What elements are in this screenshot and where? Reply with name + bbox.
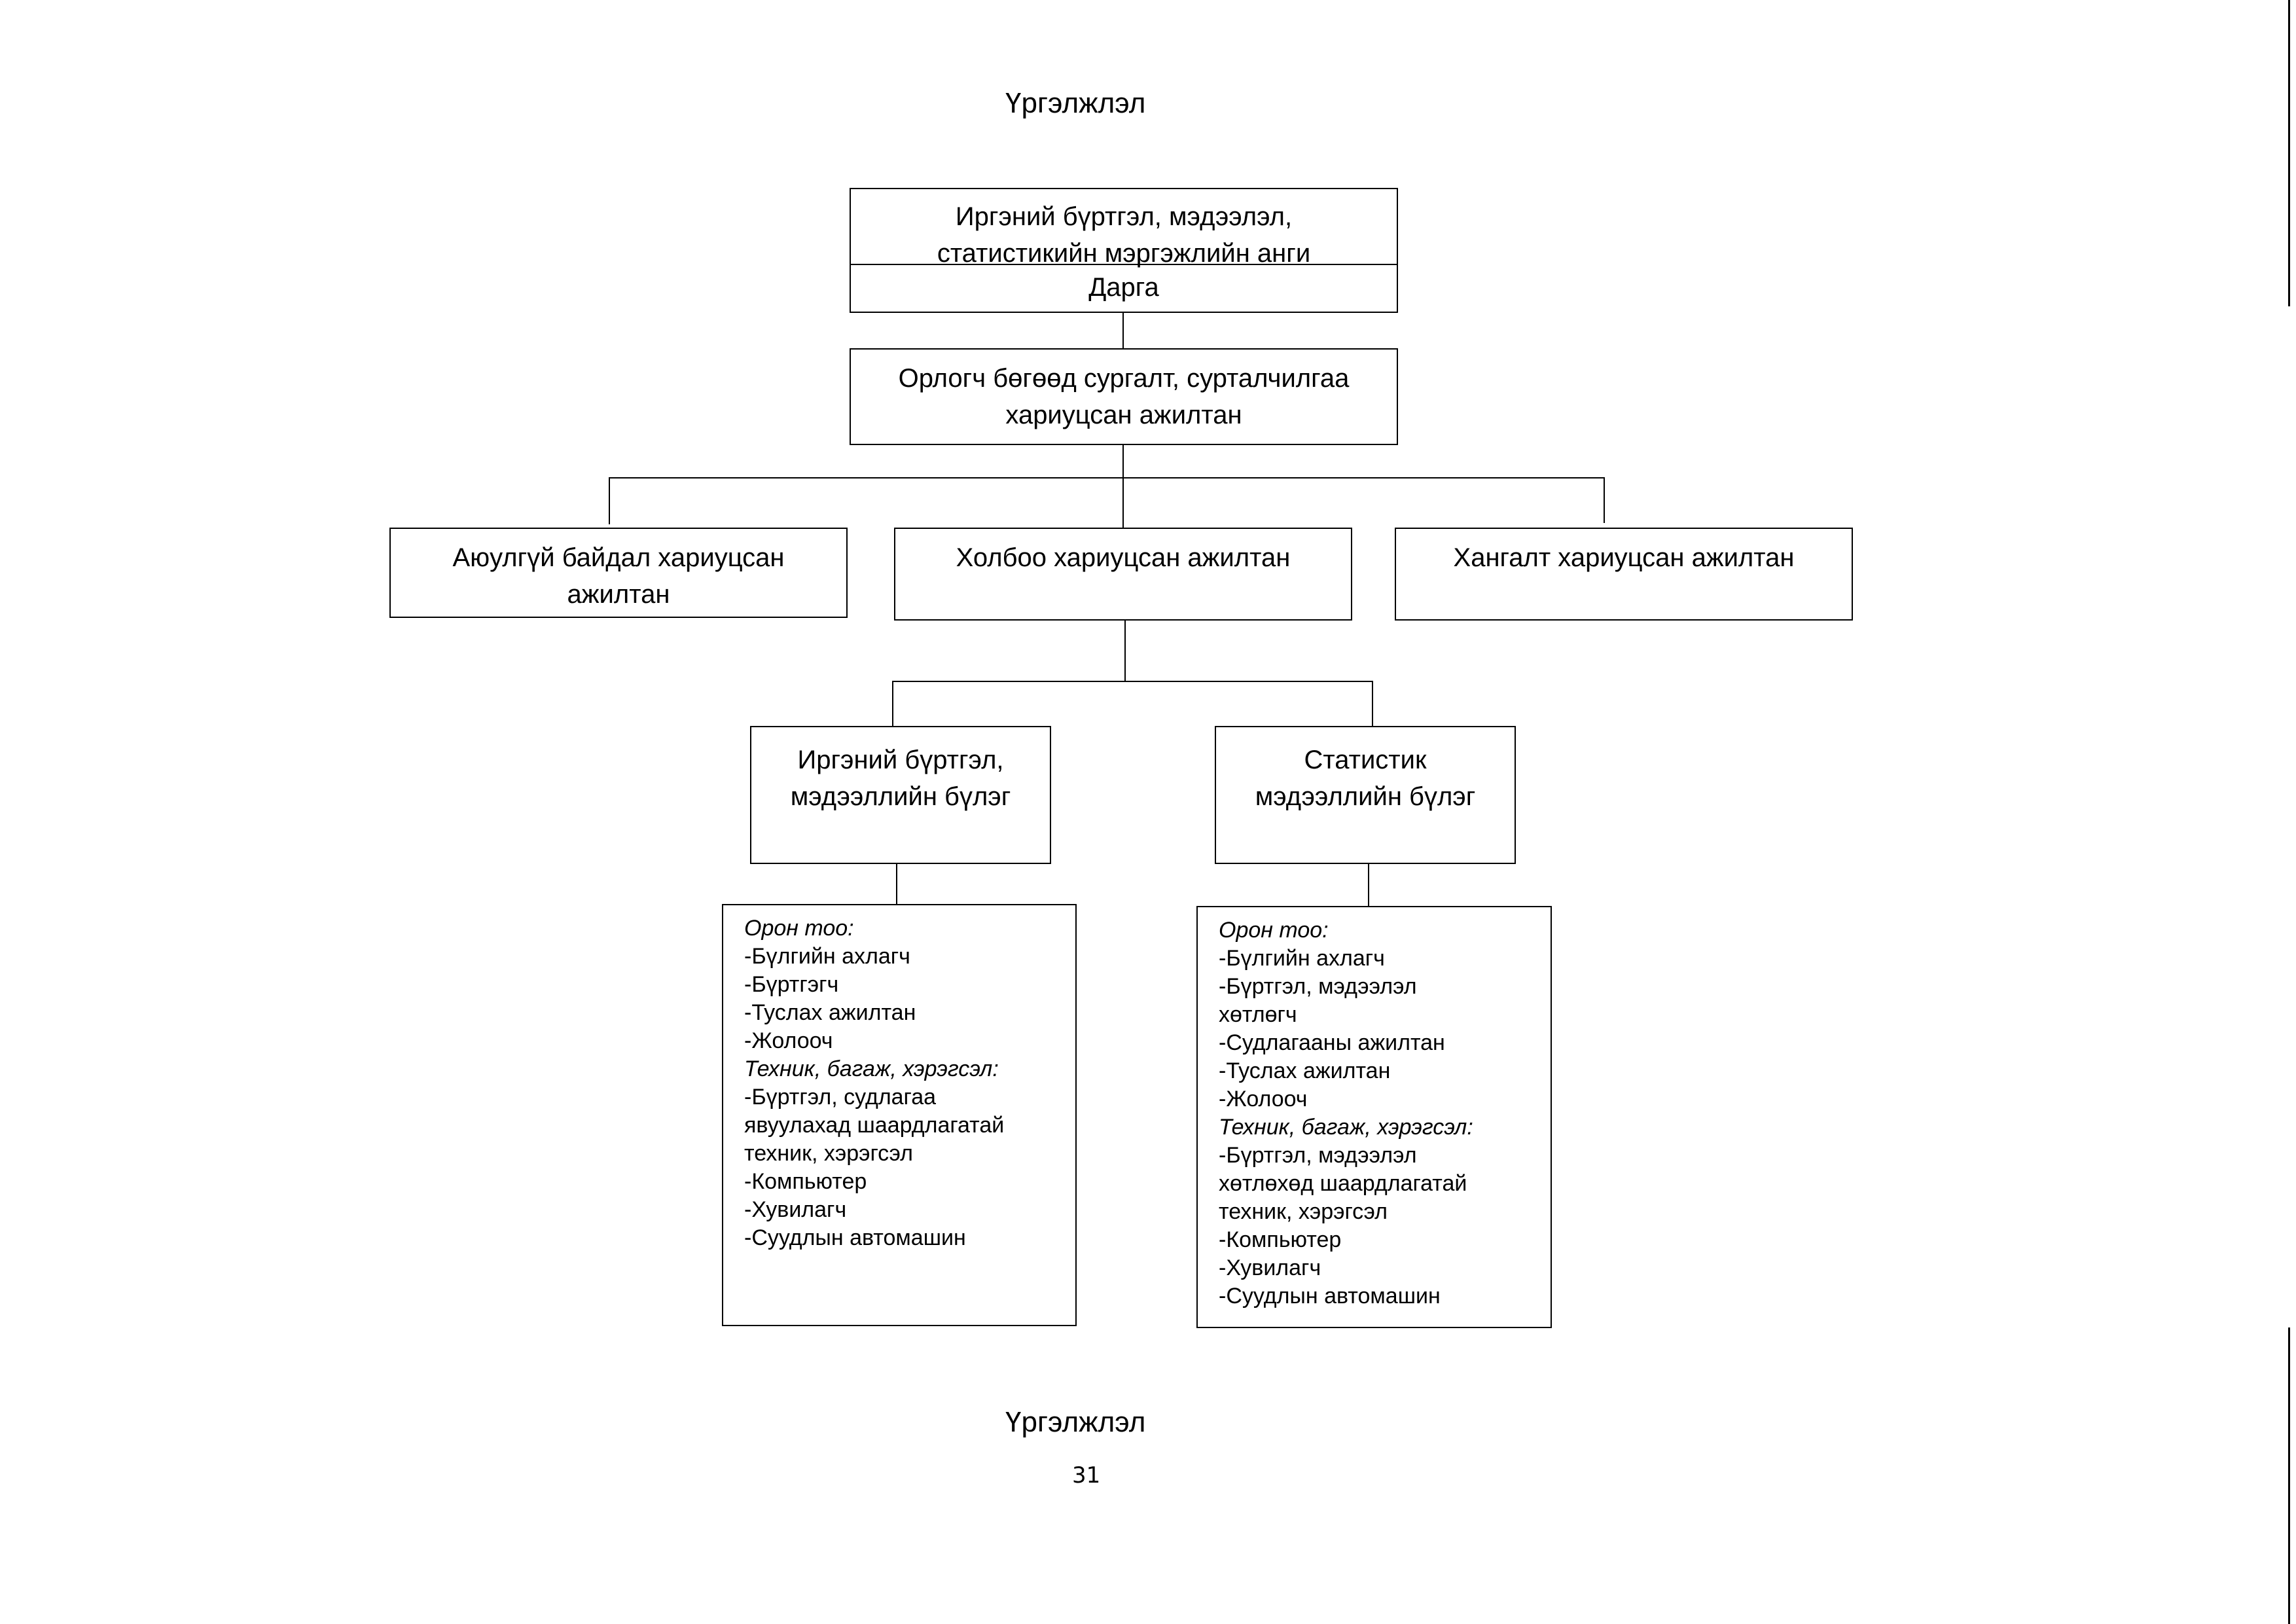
registration-unit-line-1: Иргэний бүртгэл,: [797, 746, 1004, 774]
top-unit-head: Дарга: [1088, 273, 1159, 302]
top-unit-line-2: статистикийн мэргэжлийн анги: [937, 239, 1311, 268]
right-edge-mark-bottom: [2288, 1327, 2290, 1624]
statistics-details-line: -Туслах ажилтан: [1219, 1058, 1391, 1083]
org-box-registration-unit: Иргэний бүртгэл, мэдээллийн бүлэг: [750, 726, 1051, 864]
connector-to-registration-unit: [892, 681, 893, 727]
header-title: Үргэлжлэл: [1005, 87, 1146, 119]
connector-communication-down: [1124, 619, 1126, 682]
connector-to-supply: [1604, 477, 1605, 523]
registration-details-line: -Бүлгийн ахлагч: [744, 944, 910, 969]
connector-to-security: [609, 477, 610, 524]
connector-registration-details: [896, 863, 897, 905]
connector-units-bus: [892, 681, 1373, 682]
statistics-details-line: -Судлагааны ажилтан: [1219, 1030, 1445, 1055]
registration-details-line: -Суудлын автомашин: [744, 1225, 966, 1250]
statistics-unit-line-2: мэдээллийн бүлэг: [1255, 782, 1476, 811]
registration-details-line: техник, хэрэгсэл: [744, 1141, 913, 1166]
statistics-unit-line-1: Статистик: [1304, 746, 1427, 774]
right-edge-mark-top: [2288, 0, 2290, 306]
statistics-details-line: Техник, багаж, хэрэгсэл:: [1219, 1115, 1473, 1140]
statistics-details-line: Орон тоо:: [1219, 918, 1329, 943]
communication-line-1: Холбоо хариуцсан ажилтан: [956, 543, 1291, 572]
statistics-details-box: Орон тоо: -Бүлгийн ахлагч -Бүртгэл, мэдээл…: [1196, 906, 1552, 1328]
registration-details-line: -Компьютер: [744, 1169, 867, 1194]
connector-deputy-down: [1122, 444, 1124, 529]
statistics-details-line: -Компьютер: [1219, 1227, 1342, 1252]
registration-details-line: Орон тоо:: [744, 916, 854, 941]
registration-details-line: Техник, багаж, хэрэгсэл:: [744, 1056, 999, 1081]
connector-staff-bus: [609, 477, 1605, 478]
statistics-details-line: -Бүртгэл, мэдээлэл: [1219, 1143, 1417, 1168]
statistics-details-line: -Бүлгийн ахлагч: [1219, 946, 1385, 971]
statistics-details-line: хөтлөхөд шаардлагатай: [1219, 1171, 1467, 1196]
org-box-top-unit: Иргэний бүртгэл, мэдээлэл, статистикийн …: [850, 188, 1398, 313]
statistics-details-line: хөтлөгч: [1219, 1002, 1297, 1027]
registration-details-line: -Хувилагч: [744, 1197, 847, 1222]
connector-statistics-details: [1368, 863, 1369, 907]
footer-title: Үргэлжлэл: [1005, 1406, 1146, 1438]
top-unit-line-1: Иргэний бүртгэл, мэдээлэл,: [955, 202, 1293, 231]
deputy-line-1: Орлогч бөгөөд сургалт, сурталчилгаа: [898, 364, 1350, 393]
org-box-deputy: Орлогч бөгөөд сургалт, сурталчилгаа хари…: [850, 348, 1398, 445]
page-number: 31: [1072, 1462, 1101, 1489]
org-box-security: Аюулгүй байдал хариуцсан ажилтан: [389, 528, 848, 618]
org-box-statistics-unit: Статистик мэдээллийн бүлэг: [1215, 726, 1516, 864]
registration-unit-line-2: мэдээллийн бүлэг: [790, 782, 1011, 811]
statistics-details-line: -Жолооч: [1219, 1087, 1308, 1111]
statistics-details-line: -Хувилагч: [1219, 1255, 1321, 1280]
registration-details-line: явуулахад шаардлагатай: [744, 1113, 1005, 1138]
security-line-2: ажилтан: [567, 580, 670, 609]
statistics-details-line: -Суудлын автомашин: [1219, 1284, 1441, 1308]
statistics-details-line: техник, хэрэгсэл: [1219, 1199, 1388, 1224]
top-unit-divider: [851, 264, 1397, 265]
statistics-details-line: -Бүртгэл, мэдээлэл: [1219, 974, 1417, 999]
org-box-supply: Хангалт хариуцсан ажилтан: [1395, 528, 1853, 621]
registration-details-box: Орон тоо: -Бүлгийн ахлагч -Бүртгэгч -Туслах…: [722, 904, 1077, 1326]
supply-line-1: Хангалт хариуцсан ажилтан: [1453, 543, 1795, 572]
org-box-communication: Холбоо хариуцсан ажилтан: [894, 528, 1352, 621]
connector-to-statistics-unit: [1372, 681, 1373, 727]
deputy-line-2: хариуцсан ажилтан: [1005, 401, 1242, 429]
registration-details-line: -Бүртгэгч: [744, 972, 839, 997]
security-line-1: Аюулгүй байдал хариуцсан: [452, 543, 785, 572]
registration-details-line: -Бүртгэл, судлагаа: [744, 1085, 937, 1110]
connector-top-to-deputy: [1122, 312, 1124, 349]
registration-details-line: -Туслах ажилтан: [744, 1000, 916, 1025]
registration-details-line: -Жолооч: [744, 1028, 833, 1053]
